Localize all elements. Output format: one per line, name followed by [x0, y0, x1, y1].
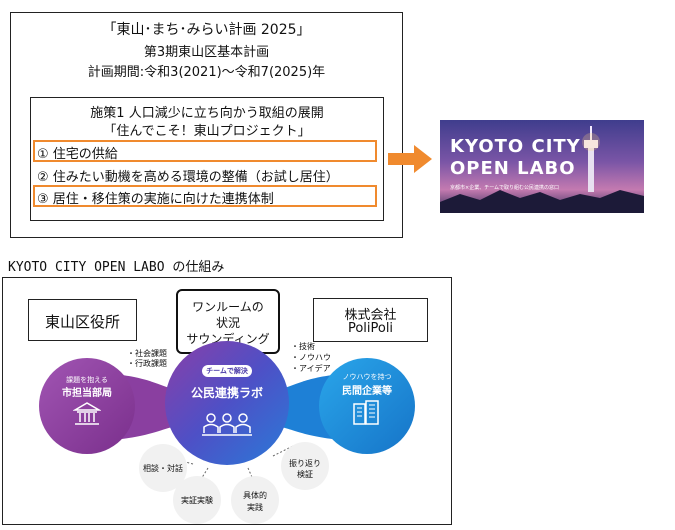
measure-item-1-highlight	[33, 140, 377, 162]
plan-box: 「東山･まち･みらい計画 2025」 第3期東山区基本計画 計画期間:令和3(2…	[10, 12, 403, 238]
measure-project: 「住んでこそ！東山プロジェクト」	[103, 124, 311, 139]
right-note-1: ・技術	[291, 342, 315, 351]
measure-item-3-highlight	[33, 185, 377, 207]
right-circle-main: 民間企業等	[342, 386, 392, 397]
right-arrow-icon	[388, 145, 432, 173]
right-note-2: ・ノウハウ	[291, 353, 331, 362]
ward-office-label: 東山区役所	[44, 313, 120, 331]
measure-item-1: ① 住宅の供給	[37, 147, 118, 162]
company-box: 株式会社 PoliPoli	[313, 298, 428, 342]
measure-item-2: ② 住みたい動機を高める環境の整備（お試し居住）	[37, 170, 339, 185]
plan-period: 計画期間:令和3(2021)～令和7(2025)年	[87, 65, 326, 80]
oneroom-line1: ワンルームの	[192, 300, 264, 314]
center-circle	[165, 341, 289, 465]
company-line1: 株式会社	[344, 308, 397, 323]
step-review-line2: 検証	[297, 470, 313, 479]
banner-title-line1: KYOTO CITY	[450, 136, 581, 157]
right-note-3: ・アイデア	[291, 364, 331, 373]
plan-subtitle: 第3期東山区基本計画	[143, 45, 270, 60]
measure-item-3: ③ 居住・移住策の実施に向けた連携体制	[37, 192, 274, 207]
diagram-frame: 東山区役所 ワンルームの 状況 サウンディング 株式会社 PoliPoli	[2, 277, 452, 525]
left-circle	[39, 358, 135, 454]
banner-title-line2: OPEN LABO	[450, 158, 576, 179]
measure-box: 施策1 人口減少に立ち向かう取組の展開 「住んでこそ！東山プロジェクト」 ① 住…	[30, 97, 384, 221]
office-building-icon	[353, 400, 379, 425]
company-line2: PoliPoli	[347, 321, 394, 336]
city-hall-icon	[73, 402, 101, 425]
step-review-line1: 振り返り	[289, 459, 321, 468]
left-note-1: ・社会課題	[127, 349, 167, 358]
measure-heading: 施策1 人口減少に立ち向かう取組の展開	[90, 106, 324, 121]
center-circle-main: 公民連携ラボ	[190, 386, 263, 400]
left-circle-top: 課題を抱える	[66, 376, 108, 384]
right-circle-top: ノウハウを持つ	[342, 373, 392, 381]
plan-title: 「東山･まち･みらい計画 2025」	[102, 22, 311, 38]
ward-office-box: 東山区役所	[28, 299, 137, 341]
open-labo-banner: KYOTO CITY OPEN LABO 京都市×企業、チームで取り組む公民連携…	[440, 120, 644, 213]
step-experiment: 実証実験	[181, 496, 213, 505]
partnership-circles	[39, 341, 415, 524]
center-pill: チームで解決	[202, 365, 252, 377]
step-consult: 相談・対話	[143, 464, 183, 473]
banner-caption: 京都市×企業、チームで取り組む公民連携の窓口	[450, 185, 560, 191]
step-practice-line1: 具体的	[243, 491, 267, 500]
right-circle	[319, 358, 415, 454]
kyoto-tower-illustration	[440, 126, 644, 213]
oneroom-line3: サウンディング	[186, 332, 270, 346]
team-people-icon	[202, 413, 252, 436]
left-circle-main: 市担当部局	[62, 388, 112, 399]
left-note-2: ・行政課題	[127, 359, 167, 368]
oneroom-line2: 状況	[215, 316, 240, 330]
section-title: KYOTO CITY OPEN LABO の仕組み	[8, 260, 225, 275]
step-practice-line2: 実践	[247, 503, 263, 512]
